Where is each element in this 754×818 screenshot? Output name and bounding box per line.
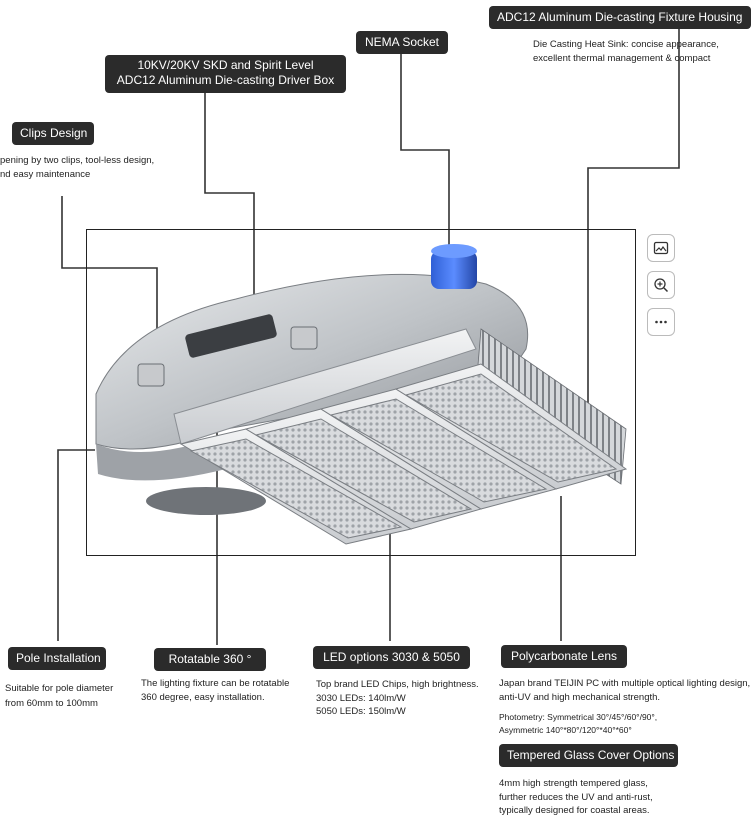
- driver-box-label: 10KV/20KV SKD and Spirit Level ADC12 Alu…: [105, 55, 346, 93]
- street-light-fixture-image: [95, 244, 628, 545]
- product-image-frame: [86, 229, 636, 556]
- driver-box-label-line1: 10KV/20KV SKD and Spirit Level: [137, 58, 314, 72]
- polycarbonate-lens-label: Polycarbonate Lens: [501, 645, 627, 668]
- pole-installation-description: Suitable for pole diameter from 60mm to …: [5, 683, 114, 709]
- nema-socket-label: NEMA Socket: [356, 31, 448, 54]
- led-options-description: Top brand LED Chips, high brightness. 30…: [316, 679, 479, 717]
- photometry-description: Photometry: Symmetrical 30°/45°/60°/90°,…: [499, 712, 658, 735]
- tempered-glass-description: 4mm high strength tempered glass, furthe…: [499, 778, 653, 816]
- driver-box-label-line2: ADC12 Aluminum Die-casting Driver Box: [116, 73, 335, 87]
- rotatable-label: Rotatable 360 °: [154, 648, 266, 671]
- rotatable-description: The lighting fixture can be rotatable 36…: [141, 678, 290, 703]
- image-search-icon: [653, 241, 669, 255]
- polycarbonate-lens-description: Japan brand TEIJIN PC with multiple opti…: [499, 678, 751, 703]
- tempered-glass-label: Tempered Glass Cover Options: [499, 744, 678, 767]
- zoom-in-button[interactable]: [647, 271, 675, 299]
- image-search-button[interactable]: [647, 234, 675, 262]
- zoom-in-icon: [654, 278, 669, 293]
- led-options-label: LED options 3030 & 5050: [313, 646, 470, 669]
- pole-installation-label: Pole Installation: [8, 647, 106, 670]
- housing-label: ADC12 Aluminum Die-casting Fixture Housi…: [489, 6, 751, 29]
- housing-description: Die Casting Heat Sink: concise appearanc…: [533, 39, 719, 64]
- more-options-button[interactable]: [647, 308, 675, 336]
- more-icon: [655, 320, 667, 324]
- clips-design-label: Clips Design: [12, 122, 94, 145]
- leader-nema: [400, 52, 450, 246]
- clips-design-description: pening by two clips, tool-less design, n…: [0, 155, 155, 180]
